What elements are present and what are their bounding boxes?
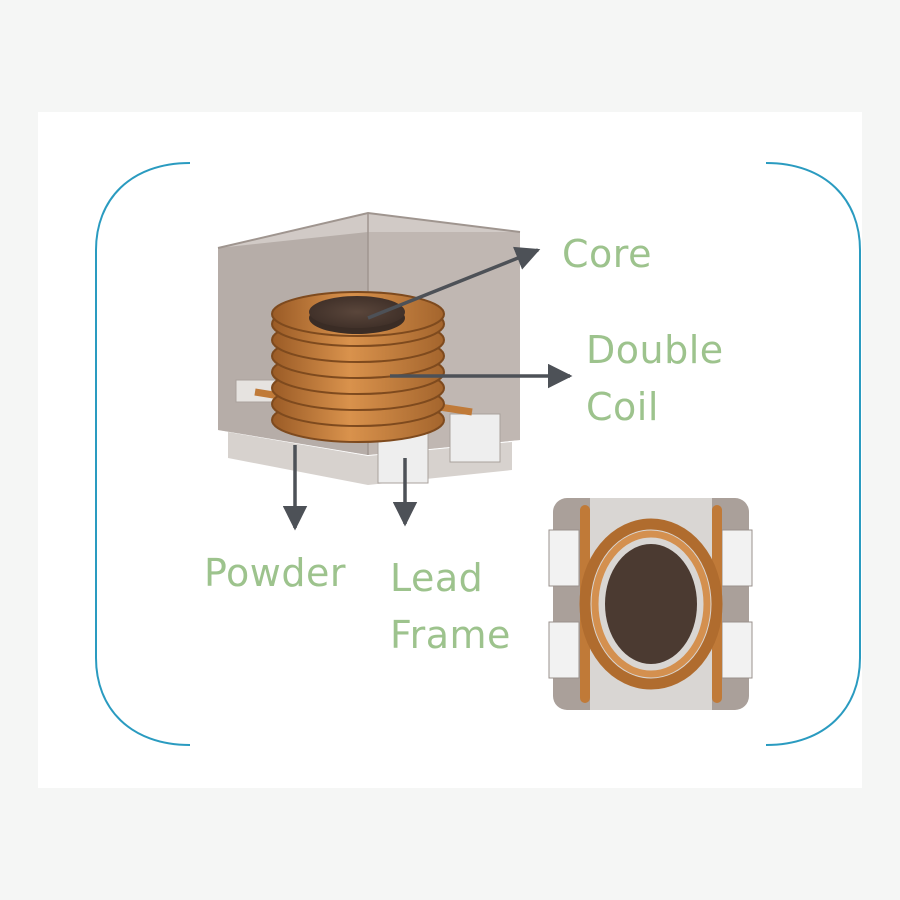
inductor-3d-icon — [217, 211, 521, 485]
lead-frame-label: Lead Frame — [390, 550, 511, 664]
double-coil-label-line1: Double — [586, 328, 724, 372]
double-coil-label: Double Coil — [586, 322, 724, 436]
core-arrow — [367, 246, 541, 320]
lead-frame-label-line1: Lead — [390, 556, 484, 600]
bracket-left-icon — [95, 162, 191, 746]
lead-frame-label-line2: Frame — [390, 613, 511, 657]
powder-label-text: Powder — [204, 551, 347, 595]
bracket-right-icon — [765, 162, 861, 746]
double-coil-label-line2: Coil — [586, 385, 659, 429]
core-label: Core — [562, 226, 652, 283]
powder-label: Powder — [204, 545, 346, 602]
inductor-top-view-icon — [548, 498, 753, 710]
core-label-text: Core — [562, 232, 652, 276]
